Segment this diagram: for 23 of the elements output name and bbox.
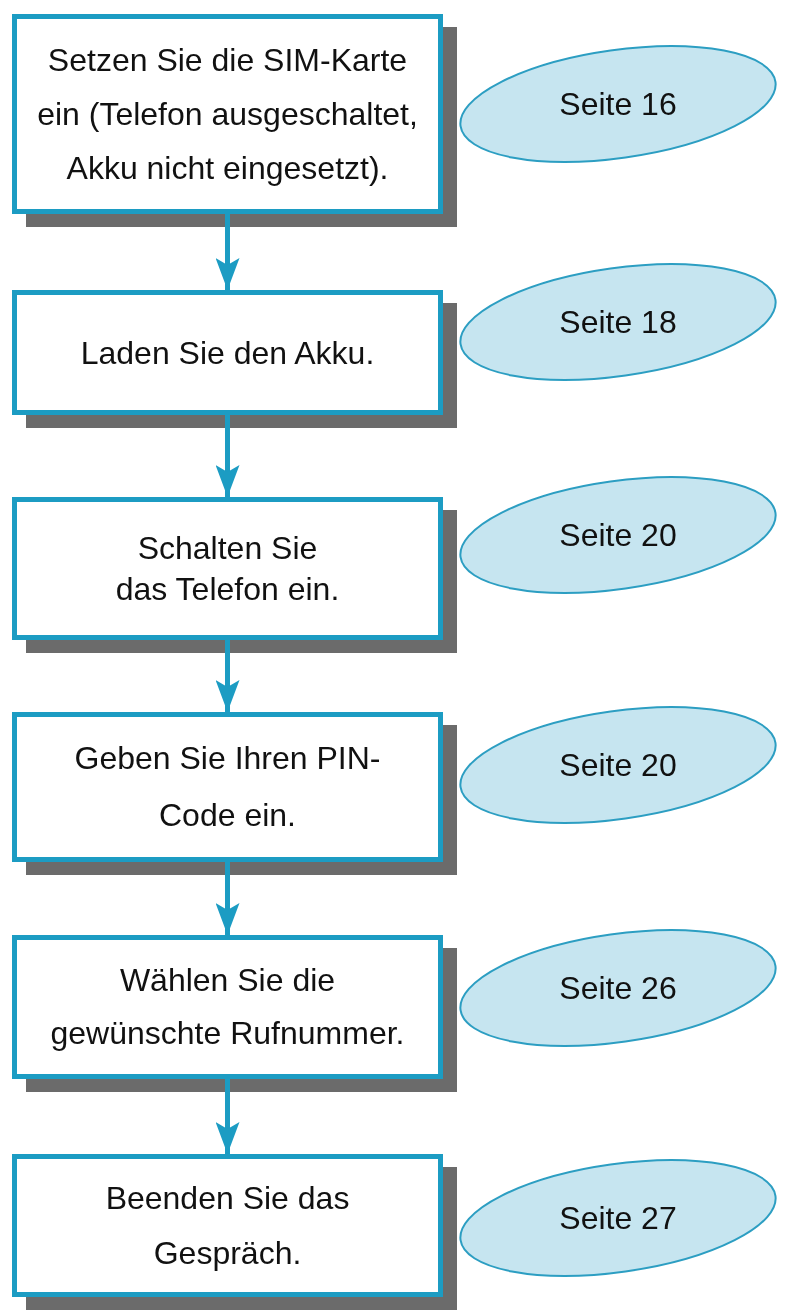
arrow bbox=[215, 862, 240, 935]
page-reference-oval bbox=[458, 705, 778, 825]
arrow bbox=[215, 415, 240, 497]
arrow bbox=[215, 1079, 240, 1154]
arrow bbox=[215, 214, 240, 290]
step-text: Schalten Sie das Telefon ein. bbox=[114, 528, 341, 609]
step-text: Laden Sie den Akku. bbox=[80, 333, 375, 373]
arrow bbox=[215, 640, 240, 712]
step-text: Setzen Sie die SIM-Karte ein (Telefon ausgeschaltet, Akku nicht eingesetzt). bbox=[36, 41, 419, 188]
page-reference-text: Seite 27 bbox=[559, 1199, 677, 1237]
page-reference-text: Seite 26 bbox=[559, 969, 677, 1007]
page-reference-oval bbox=[458, 475, 778, 595]
page-reference-text: Seite 20 bbox=[559, 746, 677, 784]
page-reference-text: Seite 20 bbox=[559, 516, 677, 554]
page-reference-oval bbox=[458, 928, 778, 1048]
page-reference-text: Seite 18 bbox=[559, 303, 677, 341]
page-reference-oval bbox=[458, 262, 778, 382]
step-text: Beenden Sie das Gespräch. bbox=[104, 1178, 351, 1273]
page-reference-oval bbox=[458, 1158, 778, 1278]
page-reference-oval bbox=[458, 44, 778, 164]
page-reference-text: Seite 16 bbox=[559, 85, 677, 123]
step-text: Geben Sie Ihren PIN-Code ein. bbox=[73, 739, 382, 835]
step-text: Wählen Sie die gewünschte Rufnummer. bbox=[49, 961, 406, 1053]
